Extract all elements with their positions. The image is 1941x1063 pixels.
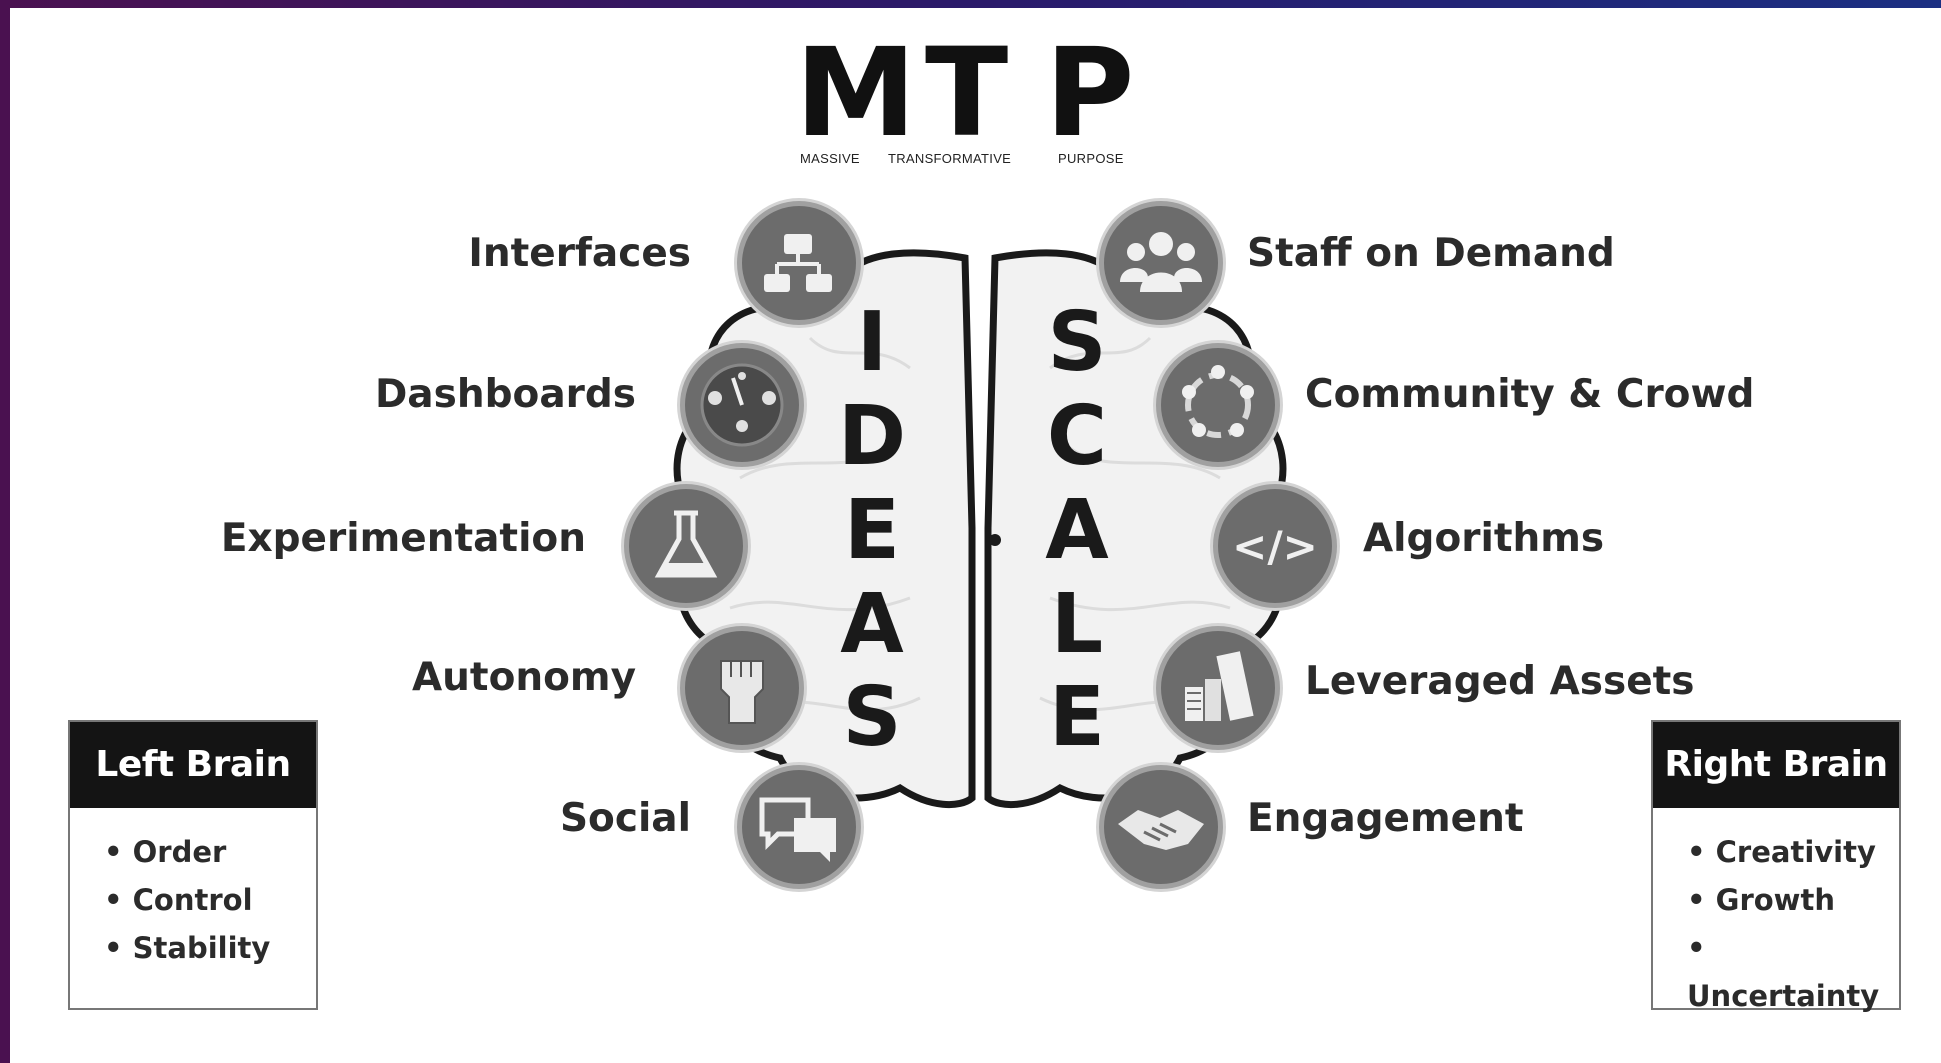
label-social: Social bbox=[559, 796, 691, 841]
right-brain-item: Creativity bbox=[1687, 828, 1899, 876]
label-algorithms: Algorithms bbox=[1363, 516, 1605, 561]
mtp-subtitle-massive: MASSIVE bbox=[800, 151, 860, 166]
scale-letter-e: E bbox=[1048, 670, 1105, 765]
right-brain-item: Growth bbox=[1687, 876, 1899, 924]
label-community-crowd: Community & Crowd bbox=[1305, 372, 1755, 417]
left-brain-item: Control bbox=[104, 876, 316, 924]
label-dashboards: Dashboards bbox=[374, 372, 636, 417]
scale-letter-c: C bbox=[1046, 389, 1108, 484]
right-brain-title: Right Brain bbox=[1653, 722, 1899, 808]
label-engagement: Engagement bbox=[1247, 796, 1524, 841]
community-circle-icon bbox=[1156, 343, 1280, 467]
right-brain-list: Creativity Growth Uncertainty bbox=[1653, 828, 1899, 1020]
label-experimentation: Experimentation bbox=[220, 516, 586, 561]
left-brain-item: Order bbox=[104, 828, 316, 876]
left-brain-title: Left Brain bbox=[70, 722, 316, 808]
mtp-title: M T P bbox=[795, 22, 1155, 164]
label-leveraged-assets: Leveraged Assets bbox=[1305, 659, 1695, 704]
scale-letter-a: A bbox=[1045, 483, 1109, 578]
ideas-letter-i: I bbox=[856, 295, 888, 390]
handshake-icon bbox=[1099, 765, 1223, 889]
mtp-letter-m: M bbox=[795, 22, 917, 164]
left-brain-box: Left Brain Order Control Stability bbox=[68, 720, 318, 1010]
mtp-letter-p: P bbox=[1045, 22, 1135, 164]
raised-fist-icon bbox=[680, 626, 804, 750]
ideas-letter-a: A bbox=[840, 577, 904, 672]
code-brackets-icon: </> bbox=[1213, 484, 1337, 608]
scale-letter-l: L bbox=[1050, 577, 1104, 672]
rental-buildings-icon bbox=[1156, 626, 1280, 750]
left-brain-list: Order Control Stability bbox=[70, 828, 316, 972]
diagram-canvas: M T P MASSIVE TRANSFORMATIVE PURPOSE I D… bbox=[10, 8, 1941, 1063]
left-brain-item: Stability bbox=[104, 924, 316, 972]
svg-text:</>: </> bbox=[1232, 522, 1318, 571]
dashboard-gauge-icon bbox=[680, 343, 804, 467]
mtp-subtitle-transformative: TRANSFORMATIVE bbox=[888, 151, 1012, 166]
interfaces-flowchart-icon bbox=[737, 201, 861, 325]
ideas-letter-d: D bbox=[837, 389, 907, 484]
chat-bubbles-icon bbox=[737, 765, 861, 889]
ideas-letter-e: E bbox=[843, 483, 900, 578]
label-autonomy: Autonomy bbox=[411, 655, 636, 700]
label-interfaces: Interfaces bbox=[468, 231, 691, 276]
right-brain-box: Right Brain Creativity Growth Uncertaint… bbox=[1651, 720, 1901, 1013]
flask-icon bbox=[624, 484, 748, 608]
ideas-letter-s: S bbox=[842, 670, 902, 765]
scale-letter-s: S bbox=[1047, 295, 1107, 390]
people-group-icon bbox=[1099, 201, 1223, 325]
mtp-letter-t: T bbox=[925, 22, 1009, 164]
right-brain-item: Uncertainty bbox=[1687, 924, 1899, 1020]
mtp-subtitle-purpose: PURPOSE bbox=[1058, 151, 1124, 166]
label-staff-on-demand: Staff on Demand bbox=[1247, 231, 1615, 276]
